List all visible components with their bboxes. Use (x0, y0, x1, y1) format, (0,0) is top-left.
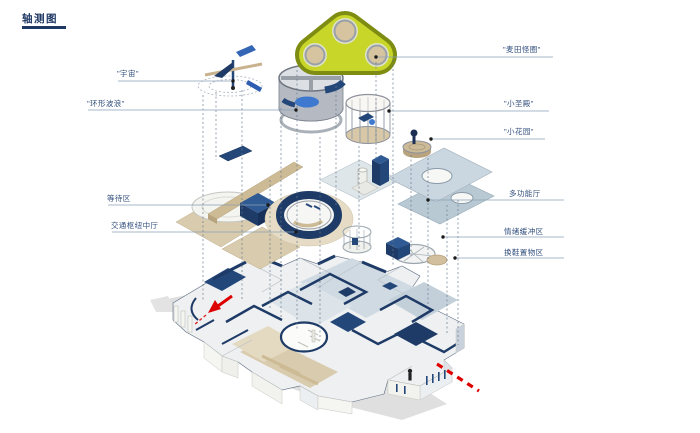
title-underline (22, 26, 66, 29)
label-little-garden: "小花园" (504, 127, 534, 136)
windmill-mobile (197, 45, 263, 97)
mid-floor-plate (175, 145, 495, 270)
label-transport-hub-hall: 交通枢纽中厅 (111, 221, 159, 230)
projection-lines (202, 60, 459, 345)
garden-pot (402, 129, 432, 158)
label-crop-circle: "麦田怪圈" (503, 45, 541, 54)
label-multifunction-hall: 多功能厅 (509, 189, 541, 198)
ground-floor-model (172, 254, 465, 415)
label-waiting-area: 等待区 (107, 194, 131, 203)
label-shoe-storage: 换鞋置物区 (504, 248, 544, 257)
label-universe: "宇宙" (117, 69, 139, 78)
label-ring-wave: "环形波浪" (87, 99, 125, 108)
page-title: 轴测图 (22, 13, 58, 25)
ring-wave-structure (278, 64, 346, 134)
person-figure (407, 368, 413, 381)
crop-circle-canopy (295, 11, 397, 75)
label-emotion-buffer: 情绪缓冲区 (504, 227, 544, 236)
leader-lines (88, 56, 564, 259)
cage-pavilion (345, 93, 391, 144)
entry-path-dashed (436, 362, 480, 393)
leader-dots (231, 55, 457, 260)
entry-arrow (193, 294, 233, 326)
label-little-temple: "小圣殿" (504, 99, 534, 108)
